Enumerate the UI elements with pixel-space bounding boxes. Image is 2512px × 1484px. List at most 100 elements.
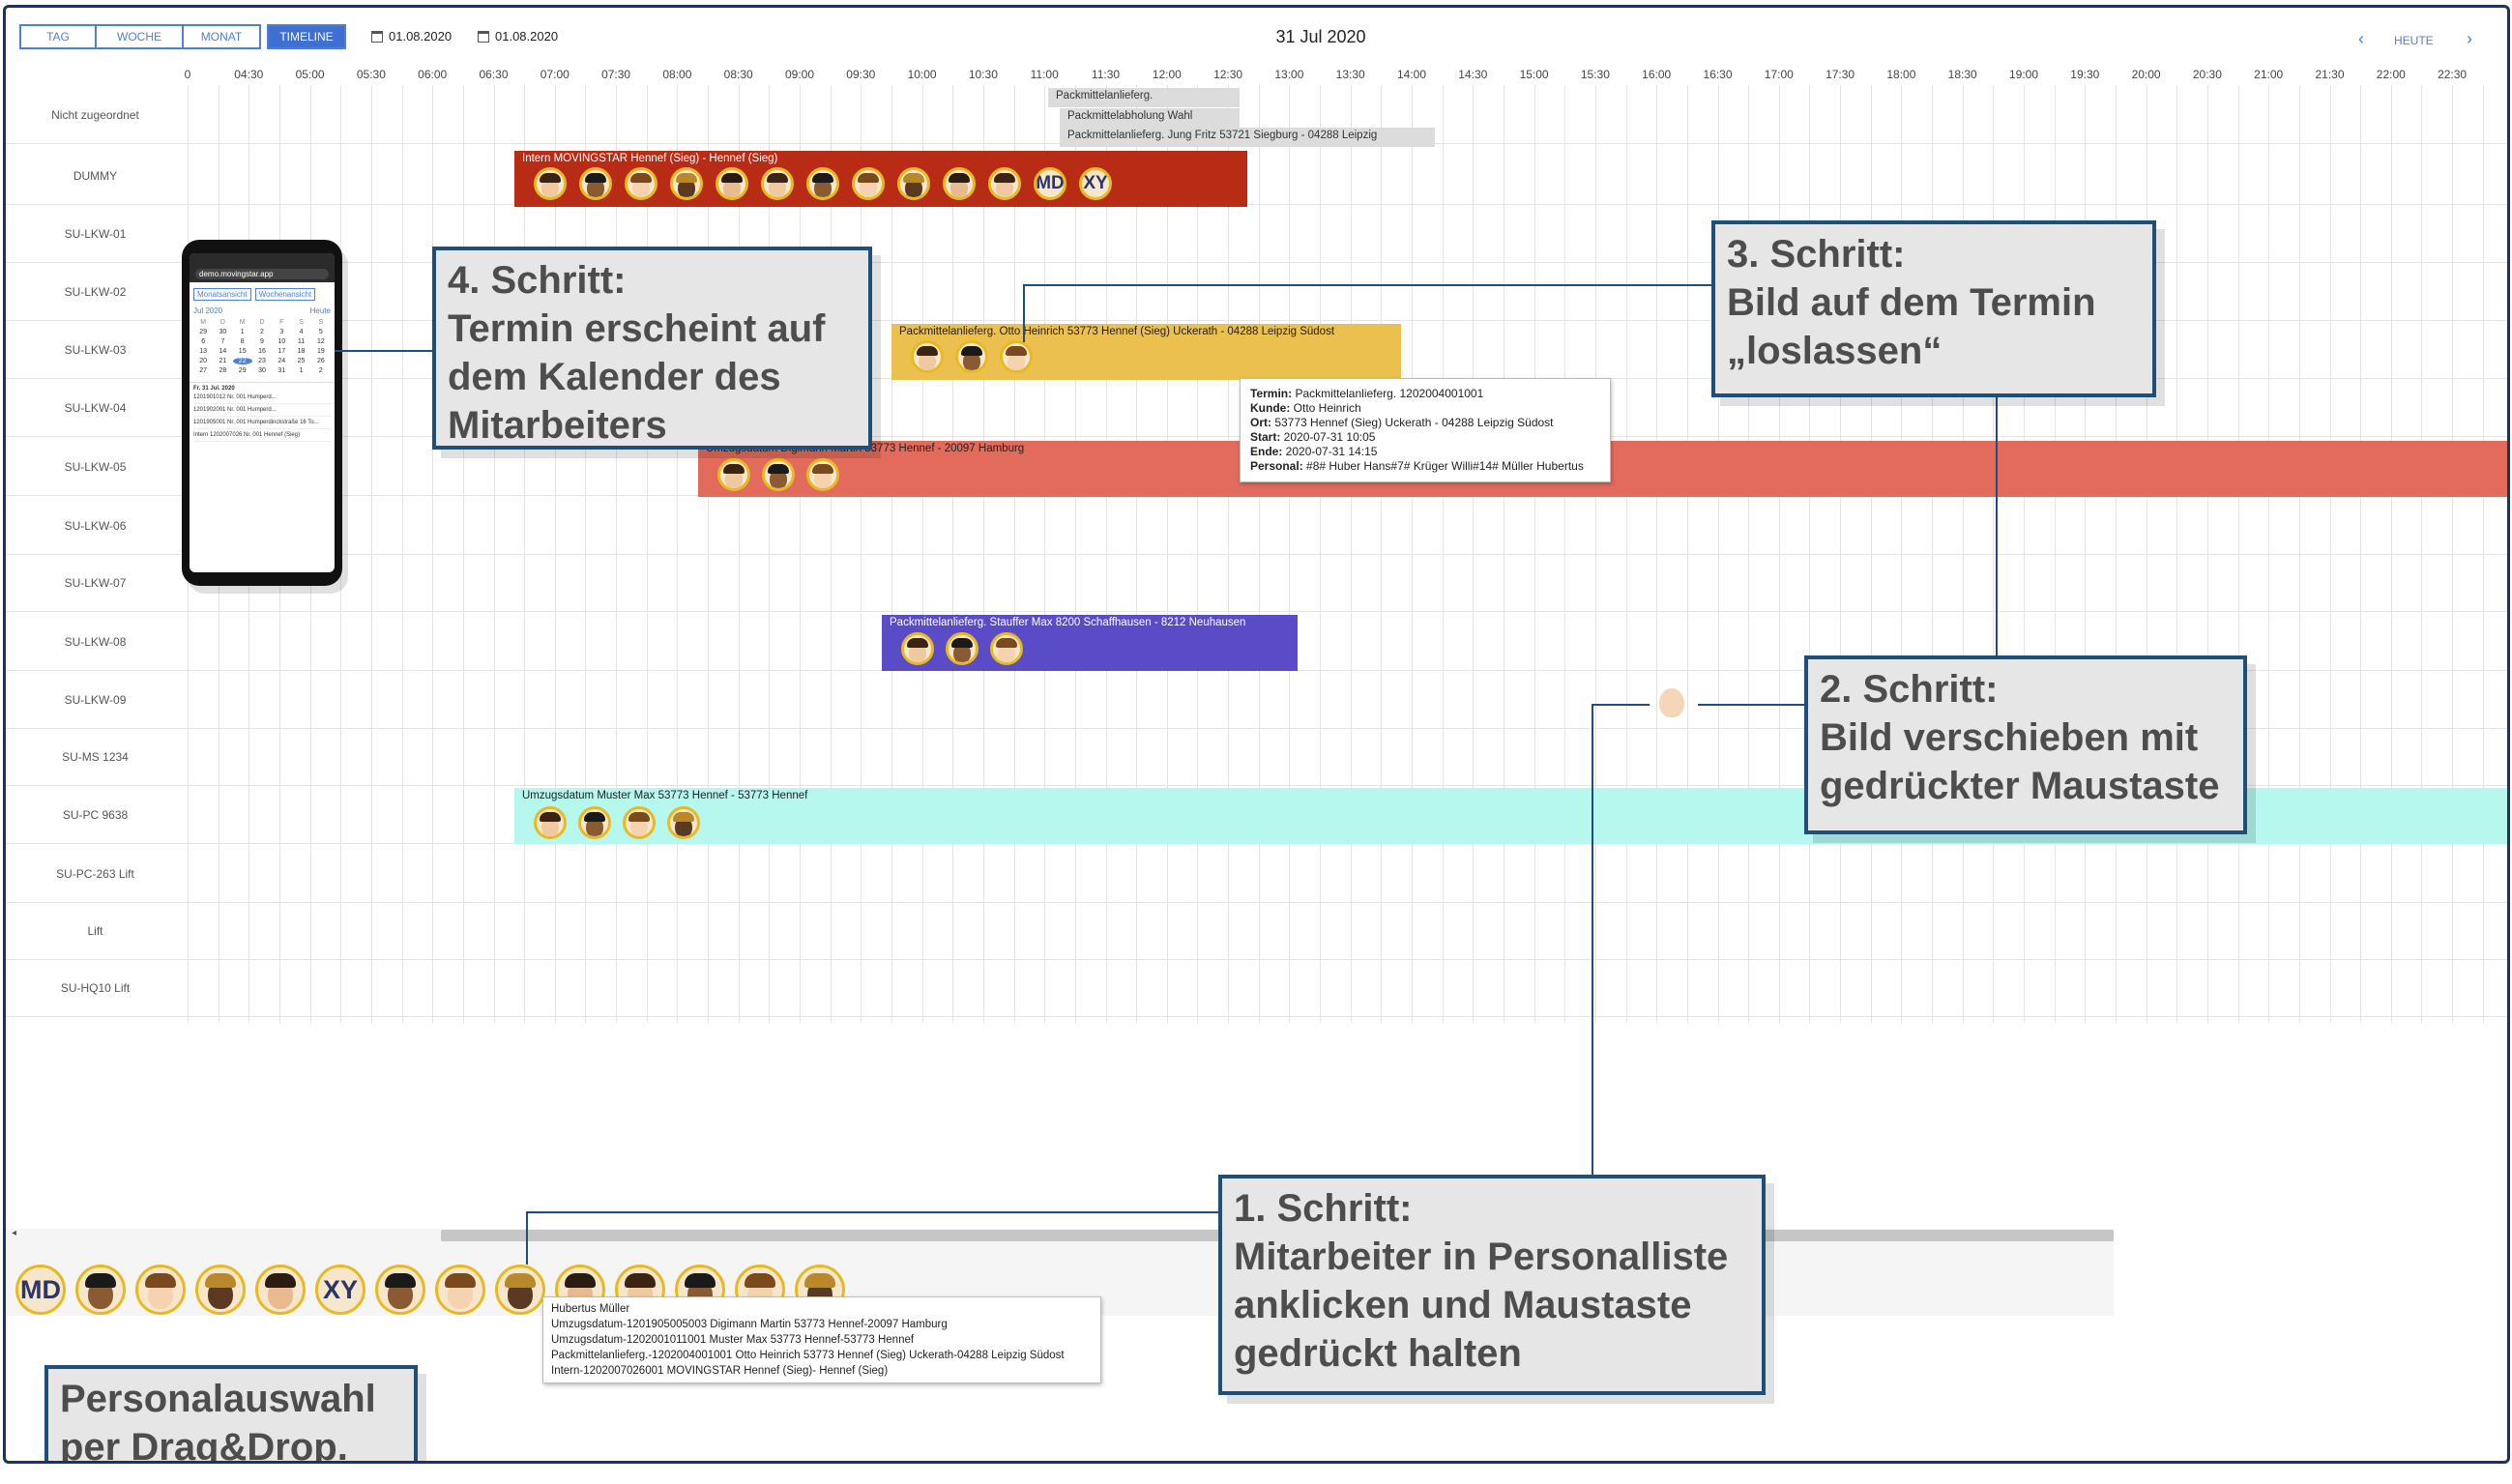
time-tick-label: 09:00 — [784, 68, 815, 81]
phone-day[interactable]: 27 — [199, 367, 208, 374]
phone-day[interactable]: 17 — [277, 348, 286, 355]
event-staff-avatars — [911, 340, 1033, 373]
avatar[interactable] — [717, 458, 750, 491]
staff-list[interactable]: MD XY — [15, 1265, 845, 1315]
avatar[interactable] — [990, 632, 1023, 665]
phone-day[interactable]: 10 — [277, 338, 286, 345]
avatar-initials[interactable]: XY — [315, 1265, 365, 1315]
phone-day[interactable]: 14 — [219, 348, 227, 355]
phone-agenda-item[interactable]: 1201902001 Nr. 001 Humperd... — [193, 404, 331, 417]
avatar[interactable] — [75, 1265, 126, 1315]
avatar[interactable] — [135, 1265, 186, 1315]
avatar[interactable] — [911, 340, 944, 373]
date-from-picker[interactable]: 01.08.2020 — [371, 29, 452, 44]
view-month-button[interactable]: MONAT — [184, 24, 261, 49]
avatar[interactable] — [762, 458, 795, 491]
phone-day[interactable]: 30 — [258, 367, 266, 374]
phone-day[interactable]: 29 — [199, 329, 208, 335]
tooltip-value: 2020-07-31 14:15 — [1282, 445, 1378, 458]
today-button[interactable]: HEUTE — [2394, 34, 2434, 47]
phone-day[interactable]: 11 — [297, 338, 306, 345]
avatar[interactable] — [534, 806, 567, 839]
view-day-button[interactable]: TAG — [19, 24, 97, 49]
phone-day[interactable]: 9 — [260, 338, 264, 345]
phone-day[interactable]: 19 — [316, 348, 325, 355]
phone-day[interactable]: 8 — [240, 338, 245, 345]
avatar[interactable] — [761, 167, 794, 200]
phone-day[interactable]: 30 — [219, 329, 227, 335]
unassigned-event[interactable]: Packmittelanlieferg. — [1048, 88, 1240, 107]
view-timeline-button[interactable]: TIMELINE — [267, 24, 346, 49]
phone-day[interactable]: 21 — [219, 358, 227, 364]
scroll-left-arrow[interactable]: ◂ — [12, 1228, 17, 1238]
chevron-right-icon[interactable]: › — [2467, 29, 2472, 48]
time-tick-label: 14:30 — [1458, 68, 1488, 81]
avatar[interactable] — [897, 167, 930, 200]
avatar-initials[interactable]: MD — [1034, 167, 1066, 200]
phone-day[interactable]: 24 — [277, 358, 286, 364]
phone-day[interactable]: 29 — [238, 367, 247, 374]
phone-day[interactable]: 4 — [299, 329, 304, 335]
avatar[interactable] — [943, 167, 976, 200]
avatar[interactable] — [623, 806, 656, 839]
phone-day[interactable]: 18 — [297, 348, 306, 355]
avatar[interactable] — [195, 1265, 246, 1315]
phone-agenda-item[interactable]: 1201905001 Nr. 001 Humperdinckstraße 16 … — [193, 417, 331, 429]
phone-day[interactable]: 2 — [260, 329, 264, 335]
phone-day[interactable]: 20 — [199, 358, 208, 364]
dragged-avatar[interactable] — [1653, 684, 1690, 721]
phone-day[interactable]: 2 — [318, 367, 323, 374]
avatar[interactable] — [625, 167, 657, 200]
phone-agenda-item[interactable]: Intern 1202007026 Nr. 001 Hennef (Sieg) — [193, 429, 331, 442]
avatar[interactable] — [852, 167, 885, 200]
phone-day[interactable]: 23 — [258, 358, 266, 364]
phone-week-button[interactable]: Wochenansicht — [254, 288, 316, 301]
time-tick-label: 07:00 — [540, 68, 570, 81]
calendar-icon — [371, 30, 383, 43]
unassigned-event[interactable]: Packmittelanlieferg. Jung Fritz 53721 Si… — [1060, 128, 1435, 147]
phone-day[interactable]: 16 — [258, 348, 266, 355]
phone-day[interactable]: 1 — [240, 329, 245, 335]
phone-agenda-item[interactable]: 1201901012 Nr. 001 Humperd... — [193, 392, 331, 404]
phone-day[interactable]: 5 — [318, 329, 323, 335]
phone-day[interactable]: 12 — [316, 338, 325, 345]
avatar[interactable] — [667, 806, 700, 839]
view-week-button[interactable]: WOCHE — [97, 24, 184, 49]
avatar[interactable] — [579, 167, 612, 200]
avatar[interactable] — [988, 167, 1021, 200]
phone-day[interactable]: 28 — [219, 367, 227, 374]
phone-today-button[interactable]: Heute — [309, 306, 331, 315]
phone-day[interactable]: 7 — [220, 338, 225, 345]
avatar[interactable] — [806, 167, 839, 200]
time-tick-label: 10:00 — [907, 68, 937, 81]
avatar[interactable] — [946, 632, 979, 665]
avatar[interactable] — [534, 167, 567, 200]
date-to-picker[interactable]: 01.08.2020 — [478, 29, 558, 44]
phone-month-button[interactable]: Monatsansicht — [193, 288, 251, 301]
tooltip-row: Kunde: Otto Heinrich — [1250, 401, 1600, 416]
avatar-initials[interactable]: MD — [15, 1265, 66, 1315]
avatar[interactable] — [578, 806, 611, 839]
avatar[interactable] — [1000, 340, 1033, 373]
phone-day[interactable]: 31 — [277, 367, 286, 374]
phone-day[interactable]: 1 — [299, 367, 304, 374]
phone-day[interactable]: 22 — [232, 358, 252, 364]
avatar[interactable] — [955, 340, 988, 373]
chevron-left-icon[interactable]: ‹ — [2358, 29, 2364, 48]
avatar[interactable] — [670, 167, 703, 200]
unassigned-event[interactable]: Packmittelabholung Wahl — [1060, 108, 1240, 128]
avatar[interactable] — [255, 1265, 306, 1315]
avatar[interactable] — [806, 458, 839, 491]
phone-day[interactable]: 3 — [279, 329, 284, 335]
phone-day[interactable]: 25 — [297, 358, 306, 364]
avatar-initials[interactable]: XY — [1079, 167, 1112, 200]
phone-day[interactable]: 26 — [316, 358, 325, 364]
avatar[interactable] — [375, 1265, 425, 1315]
phone-day[interactable]: 13 — [199, 348, 208, 355]
avatar[interactable] — [435, 1265, 485, 1315]
avatar[interactable] — [495, 1265, 545, 1315]
phone-day[interactable]: 6 — [201, 338, 206, 345]
avatar[interactable] — [716, 167, 748, 200]
phone-day[interactable]: 15 — [238, 348, 247, 355]
avatar[interactable] — [901, 632, 934, 665]
